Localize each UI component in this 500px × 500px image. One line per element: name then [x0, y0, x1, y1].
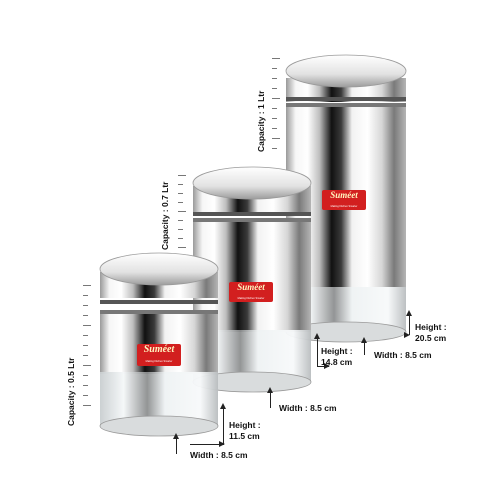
width-label-0-7-ltr: Width : 8.5 cm [279, 403, 337, 413]
height-value: 20.5 cm [415, 333, 447, 343]
height-arrow-0-5-ltr [219, 403, 227, 444]
ruler-0-7-ltr [178, 175, 188, 250]
brand-tagline: Making Kitchen Smarter [145, 360, 173, 363]
ruler-0-5-ltr [83, 285, 93, 410]
ruler-1-ltr [272, 58, 282, 153]
height-arrow-0-7-ltr [313, 333, 321, 366]
brand-label-0-5-ltr: Suméet Making Kitchen Smarter [137, 344, 181, 366]
height-label-0-7-ltr: Height : 14.8 cm [321, 346, 353, 368]
capacity-label-1-ltr: Capacity : 1 Ltr [256, 90, 266, 152]
height-value: 11.5 cm [229, 431, 260, 441]
brand-label-0-7-ltr: Suméet Making Kitchen Smarter [229, 282, 273, 302]
height-arrow-0-5-ltr-h [190, 440, 225, 448]
width-arrow-1-ltr-v [360, 337, 368, 355]
width-label-0-5-ltr: Width : 8.5 cm [190, 450, 248, 460]
width-label-1-ltr: Width : 8.5 cm [374, 350, 432, 360]
width-arrow-0-5-ltr-v [172, 433, 180, 454]
height-arrow-0-7-ltr-h [317, 362, 330, 370]
brand-tagline: Making Kitchen Smarter [237, 297, 265, 300]
height-label-0-5-ltr: Height : 11.5 cm [229, 420, 261, 442]
brand-name: Suméet [330, 190, 358, 200]
height-title: Height : [321, 346, 353, 356]
brand-tagline: Making Kitchen Smarter [330, 205, 358, 208]
brand-name: Suméet [143, 344, 175, 355]
brand-name: Suméet [237, 282, 265, 292]
height-title: Height : [415, 322, 447, 332]
capacity-label-0-7-ltr: Capacity : 0.7 Ltr [160, 181, 170, 251]
height-arrow-1-ltr [405, 310, 413, 335]
brand-label-1-ltr: Suméet Making Kitchen Smarter [322, 190, 366, 210]
height-title: Height : [229, 420, 261, 430]
height-value: 14.8 cm [321, 357, 353, 367]
capacity-label-0-5-ltr: Capacity : 0.5 Ltr [66, 357, 76, 427]
width-arrow-0-7-ltr-v [266, 387, 274, 408]
height-label-1-ltr: Height : 20.5 cm [415, 322, 447, 344]
